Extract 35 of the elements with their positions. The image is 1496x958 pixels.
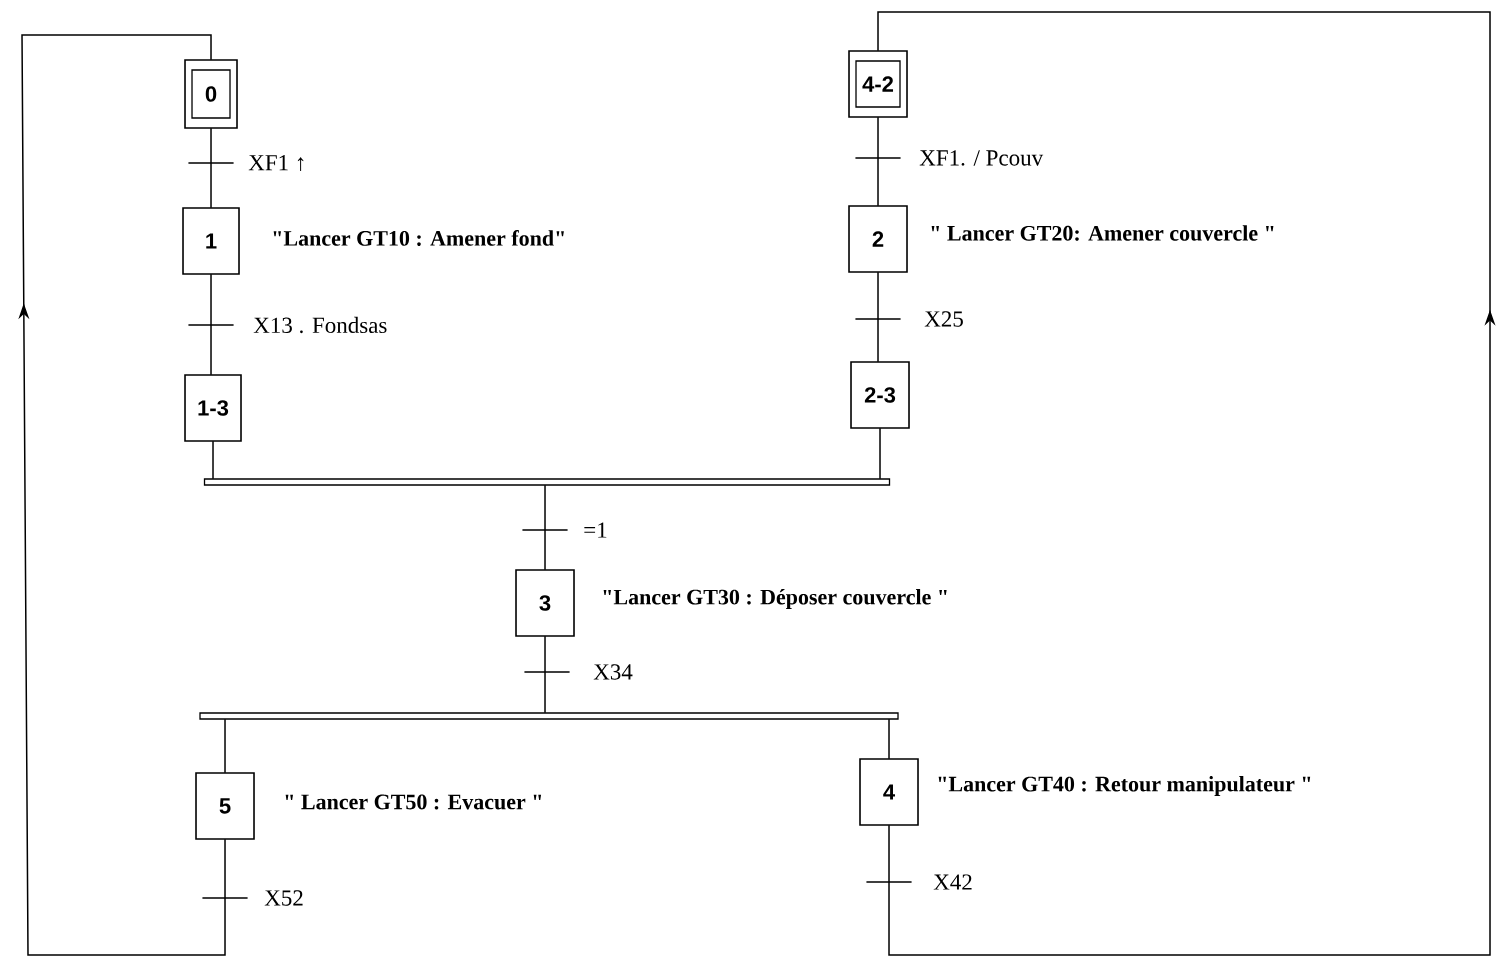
transition-label: XF1 ↑ xyxy=(248,155,304,171)
initial-step-box: 4-2 xyxy=(848,50,908,118)
flow-line xyxy=(879,428,881,480)
flow-line xyxy=(210,128,212,208)
step-box: 1 xyxy=(182,207,240,275)
sync-bar xyxy=(203,478,891,486)
step-box: 4 xyxy=(859,758,919,826)
flow-line xyxy=(888,718,890,759)
transition-label: X34 xyxy=(593,664,633,680)
flow-line xyxy=(210,274,212,375)
action-text: " Lancer GT20: Amener couvercle " xyxy=(931,225,1274,241)
step-box: 1-3 xyxy=(184,374,242,442)
initial-step-box: 0 xyxy=(184,59,238,129)
action-text: "Lancer GT40 : Retour manipulateur " xyxy=(938,776,1311,796)
step-box: 3 xyxy=(515,569,575,637)
flow-line xyxy=(544,636,546,714)
flow-line xyxy=(18,34,226,956)
action-text: "Lancer GT30 : Déposer couvercle " xyxy=(603,589,947,609)
transition-label: X52 xyxy=(264,890,303,906)
action-text: "Lancer GT10 : Amener fond" xyxy=(273,230,564,246)
step-box: 2-3 xyxy=(850,361,910,429)
transition-label: X42 xyxy=(933,874,972,890)
transition-label: X25 xyxy=(924,311,963,327)
flow-line xyxy=(224,718,226,773)
step-box: 5 xyxy=(195,772,255,840)
flow-line xyxy=(544,484,546,570)
sync-bar xyxy=(199,712,899,720)
transition-label: XF1. / Pcouv xyxy=(919,150,1044,166)
transition-label: =1 xyxy=(584,522,607,538)
transition-label: X13 . Fondsas xyxy=(253,316,387,334)
flow-line xyxy=(877,272,879,362)
flow-line xyxy=(877,117,879,206)
step-box: 2 xyxy=(848,205,908,273)
flow-line xyxy=(212,441,214,480)
action-text: " Lancer GT50 : Evacuer " xyxy=(285,794,542,810)
